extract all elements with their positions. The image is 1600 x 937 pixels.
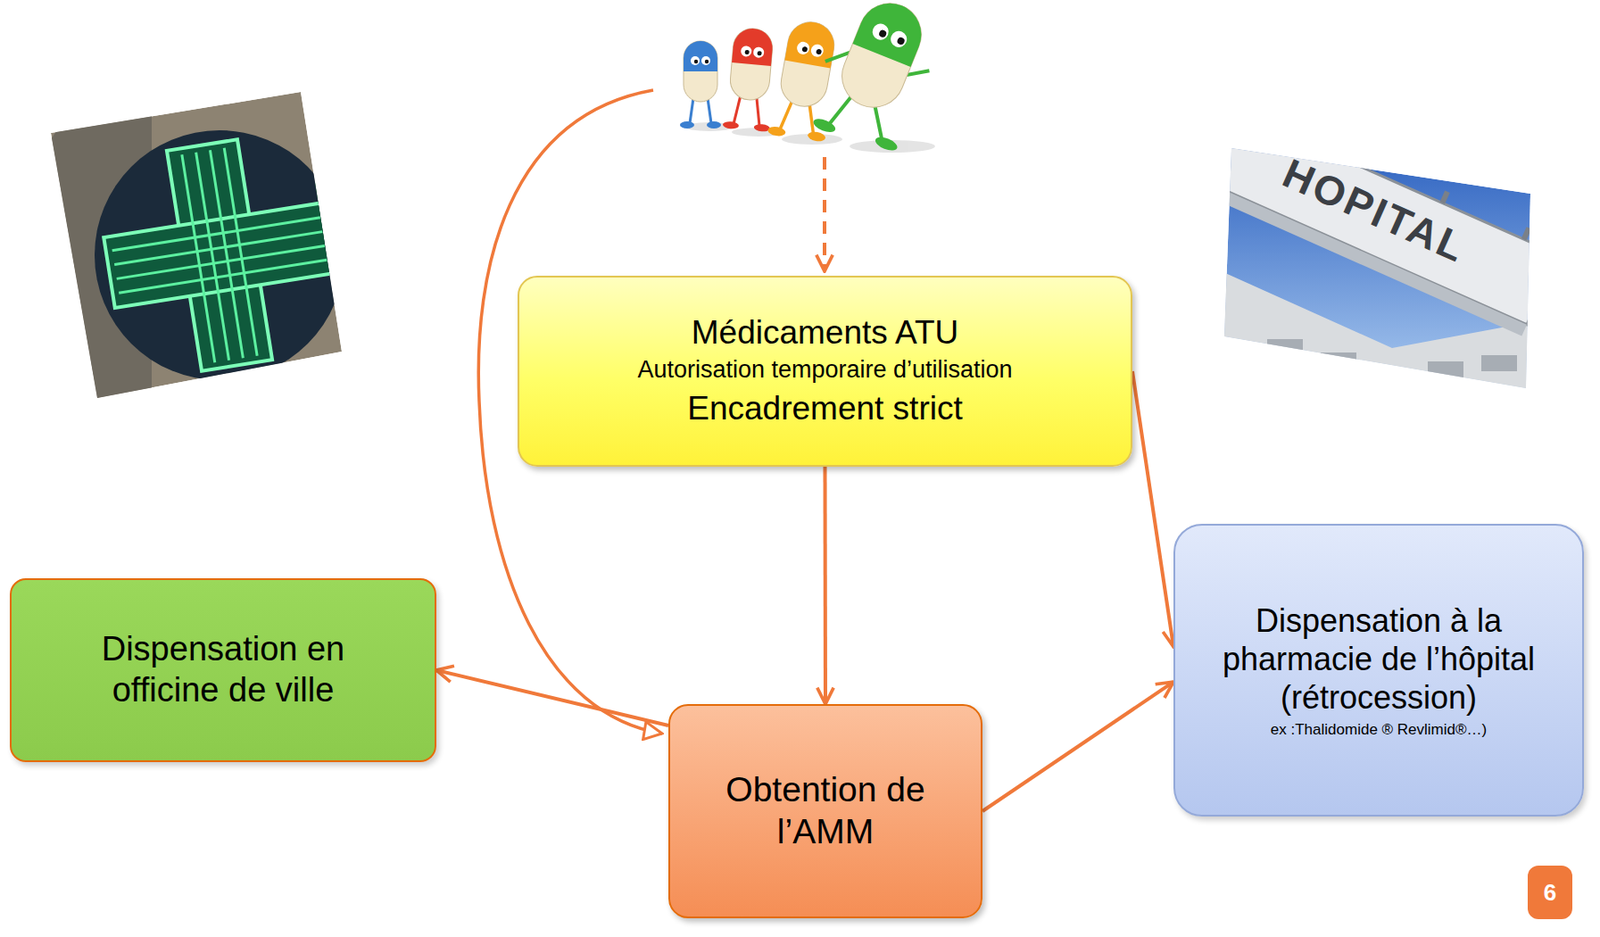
- pills-illustration: [679, 0, 948, 159]
- atu-box: Médicaments ATUAutorisation temporaire d…: [517, 275, 1133, 467]
- dashed-arrow: [822, 157, 827, 272]
- hospital-pharmacy-box: Dispensation à la pharmacie de l’hôpital…: [1173, 523, 1584, 817]
- flow-arrow: [982, 681, 1174, 812]
- box-title: Dispensation à la pharmacie de l’hôpital…: [1215, 601, 1542, 718]
- marketing-authorization-box: Obtention de l’AMM: [668, 704, 983, 919]
- flow-arrow: [1132, 371, 1174, 647]
- flow-arrow: [823, 466, 829, 705]
- flow-arrow: [436, 670, 669, 726]
- box-title: Médicaments ATU: [537, 313, 1113, 353]
- cross-arm: [103, 202, 335, 308]
- neon-cross: [91, 127, 348, 383]
- box-title: Dispensation en officine de ville: [47, 629, 399, 711]
- box-title: Obtention de l’AMM: [696, 769, 954, 854]
- pill-character: [679, 41, 722, 129]
- hospital-sign: [1195, 98, 1564, 337]
- neon-tubes: [99, 134, 340, 376]
- box-text: Encadrement strict: [537, 389, 1113, 429]
- pill-character: [722, 26, 780, 133]
- page-number: 6: [1543, 878, 1557, 907]
- shadows: [684, 122, 936, 153]
- box-text: ex :Thalidomide ® Revlimid®…): [1215, 721, 1542, 739]
- page-number-tab: [1527, 865, 1573, 920]
- city-pharmacy-box: Dispensation en officine de ville: [9, 578, 437, 763]
- building-windows: [1267, 339, 1518, 378]
- pill-character: [800, 0, 948, 159]
- sign-text: HOPITAL: [1276, 149, 1475, 274]
- box-text: Autorisation temporaire d’utilisation: [537, 355, 1113, 384]
- pharmacy-photo: [35, 91, 350, 411]
- sign-ground: [94, 130, 345, 381]
- pill-character: [767, 17, 846, 145]
- hospital-photo: [1195, 98, 1564, 402]
